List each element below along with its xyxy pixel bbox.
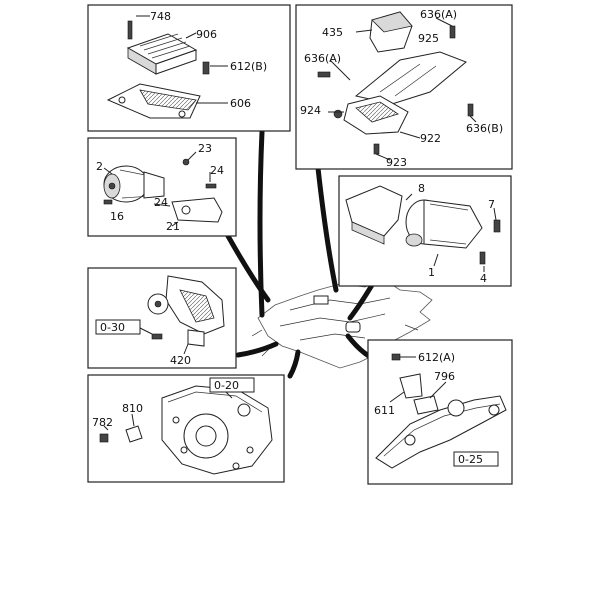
nut-23 <box>182 158 190 166</box>
panel-bracket: 435 636(A) 925 636(A) 924 922 636(B) 923 <box>295 4 513 170</box>
label-636b: 636(B) <box>466 122 503 135</box>
leader-cables <box>225 129 387 379</box>
label-924: 924 <box>300 104 321 117</box>
panel-ecu: 748 906 612(B) 606 <box>87 4 291 132</box>
label-24a: 24 <box>210 164 224 177</box>
label-020: 0-20 <box>214 379 239 392</box>
label-612b: 612(B) <box>230 60 267 73</box>
label-922: 922 <box>420 132 441 145</box>
sensor-810 <box>125 425 143 443</box>
label-612a: 612(A) <box>418 351 455 364</box>
bolt-636a-top <box>449 25 456 39</box>
bolt-7 <box>493 219 501 233</box>
bracket-420 <box>187 329 205 347</box>
label-611: 611 <box>374 404 395 417</box>
bolt-612b <box>202 61 210 75</box>
panel-mount: 0-30 420 <box>87 267 237 369</box>
engine-mount-bracket <box>313 295 329 305</box>
ref-box-025 <box>453 451 499 467</box>
label-796: 796 <box>434 370 455 383</box>
label-782: 782 <box>92 416 113 429</box>
label-2: 2 <box>96 160 103 173</box>
bracket-611 <box>399 373 423 399</box>
label-435: 435 <box>322 26 343 39</box>
label-636a-left: 636(A) <box>304 52 341 65</box>
label-8: 8 <box>418 182 425 195</box>
label-906: 906 <box>196 28 217 41</box>
label-23: 23 <box>198 142 212 155</box>
label-4: 4 <box>480 272 487 285</box>
label-025: 0-25 <box>458 453 483 466</box>
panel-manifold: 612(A) 796 611 0-25 <box>367 339 513 485</box>
bolt-748 <box>127 20 133 40</box>
bolt-923 <box>373 143 380 155</box>
engine-sensor-plug <box>345 321 361 333</box>
label-1: 1 <box>428 266 435 279</box>
label-24b: 24 <box>154 196 168 209</box>
bolt-612a <box>391 353 401 361</box>
label-606: 606 <box>230 97 251 110</box>
manifold-pipe <box>375 395 507 469</box>
nut-924 <box>333 109 343 119</box>
bolt-24 <box>205 183 217 189</box>
bracket-21 <box>171 197 223 223</box>
label-748: 748 <box>150 10 171 23</box>
label-420: 420 <box>170 354 191 367</box>
bolt-636a-left <box>317 71 331 78</box>
bolt-16 <box>103 199 113 205</box>
label-925: 925 <box>418 32 439 45</box>
label-923: 923 <box>386 156 407 169</box>
ref-box-030 <box>95 319 141 335</box>
bolt-4 <box>479 251 486 265</box>
ref-box-020 <box>209 377 255 393</box>
label-21: 21 <box>166 220 180 233</box>
label-810: 810 <box>122 402 143 415</box>
sensor-796 <box>413 395 439 415</box>
panel-starter: 8 7 1 4 <box>338 175 512 287</box>
panel-cover: 0-20 810 782 <box>87 374 285 483</box>
label-030: 0-30 <box>100 321 125 334</box>
bolt-636b <box>467 103 474 117</box>
bolt-782 <box>99 433 109 443</box>
label-636a-top: 636(A) <box>420 8 457 21</box>
label-16: 16 <box>110 210 124 223</box>
label-7: 7 <box>488 198 495 211</box>
panel-pump: 2 23 24 24 16 21 <box>87 137 237 237</box>
bolt-030 <box>151 333 163 340</box>
